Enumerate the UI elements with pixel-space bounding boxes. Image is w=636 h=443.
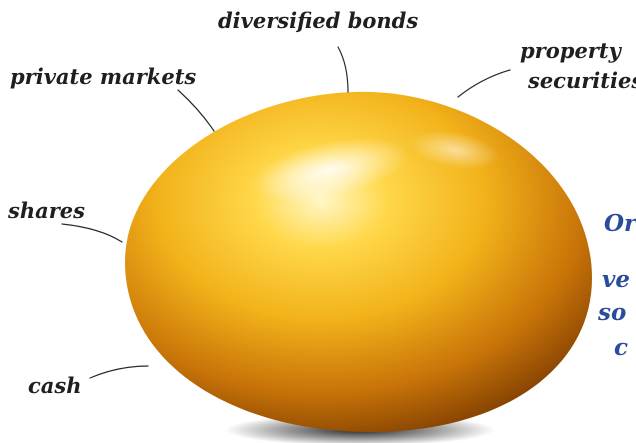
pointer-private-markets (178, 90, 214, 131)
label-securities: securities (528, 70, 636, 91)
pointer-shares (62, 224, 122, 242)
pointer-diversified-bonds (338, 47, 348, 92)
label-cash: cash (28, 375, 81, 396)
pointer-property-securities (458, 70, 510, 97)
side-text-line-1: Or (604, 212, 636, 235)
pointer-cash (90, 366, 148, 378)
side-text-line-3: so (598, 301, 626, 324)
label-diversified-bonds: diversified bonds (218, 10, 418, 31)
side-text-line-4: c (614, 336, 628, 359)
label-private-markets: private markets (10, 66, 196, 87)
side-text-line-2: ve (602, 268, 630, 291)
label-shares: shares (8, 200, 85, 221)
label-property: property (520, 40, 621, 61)
